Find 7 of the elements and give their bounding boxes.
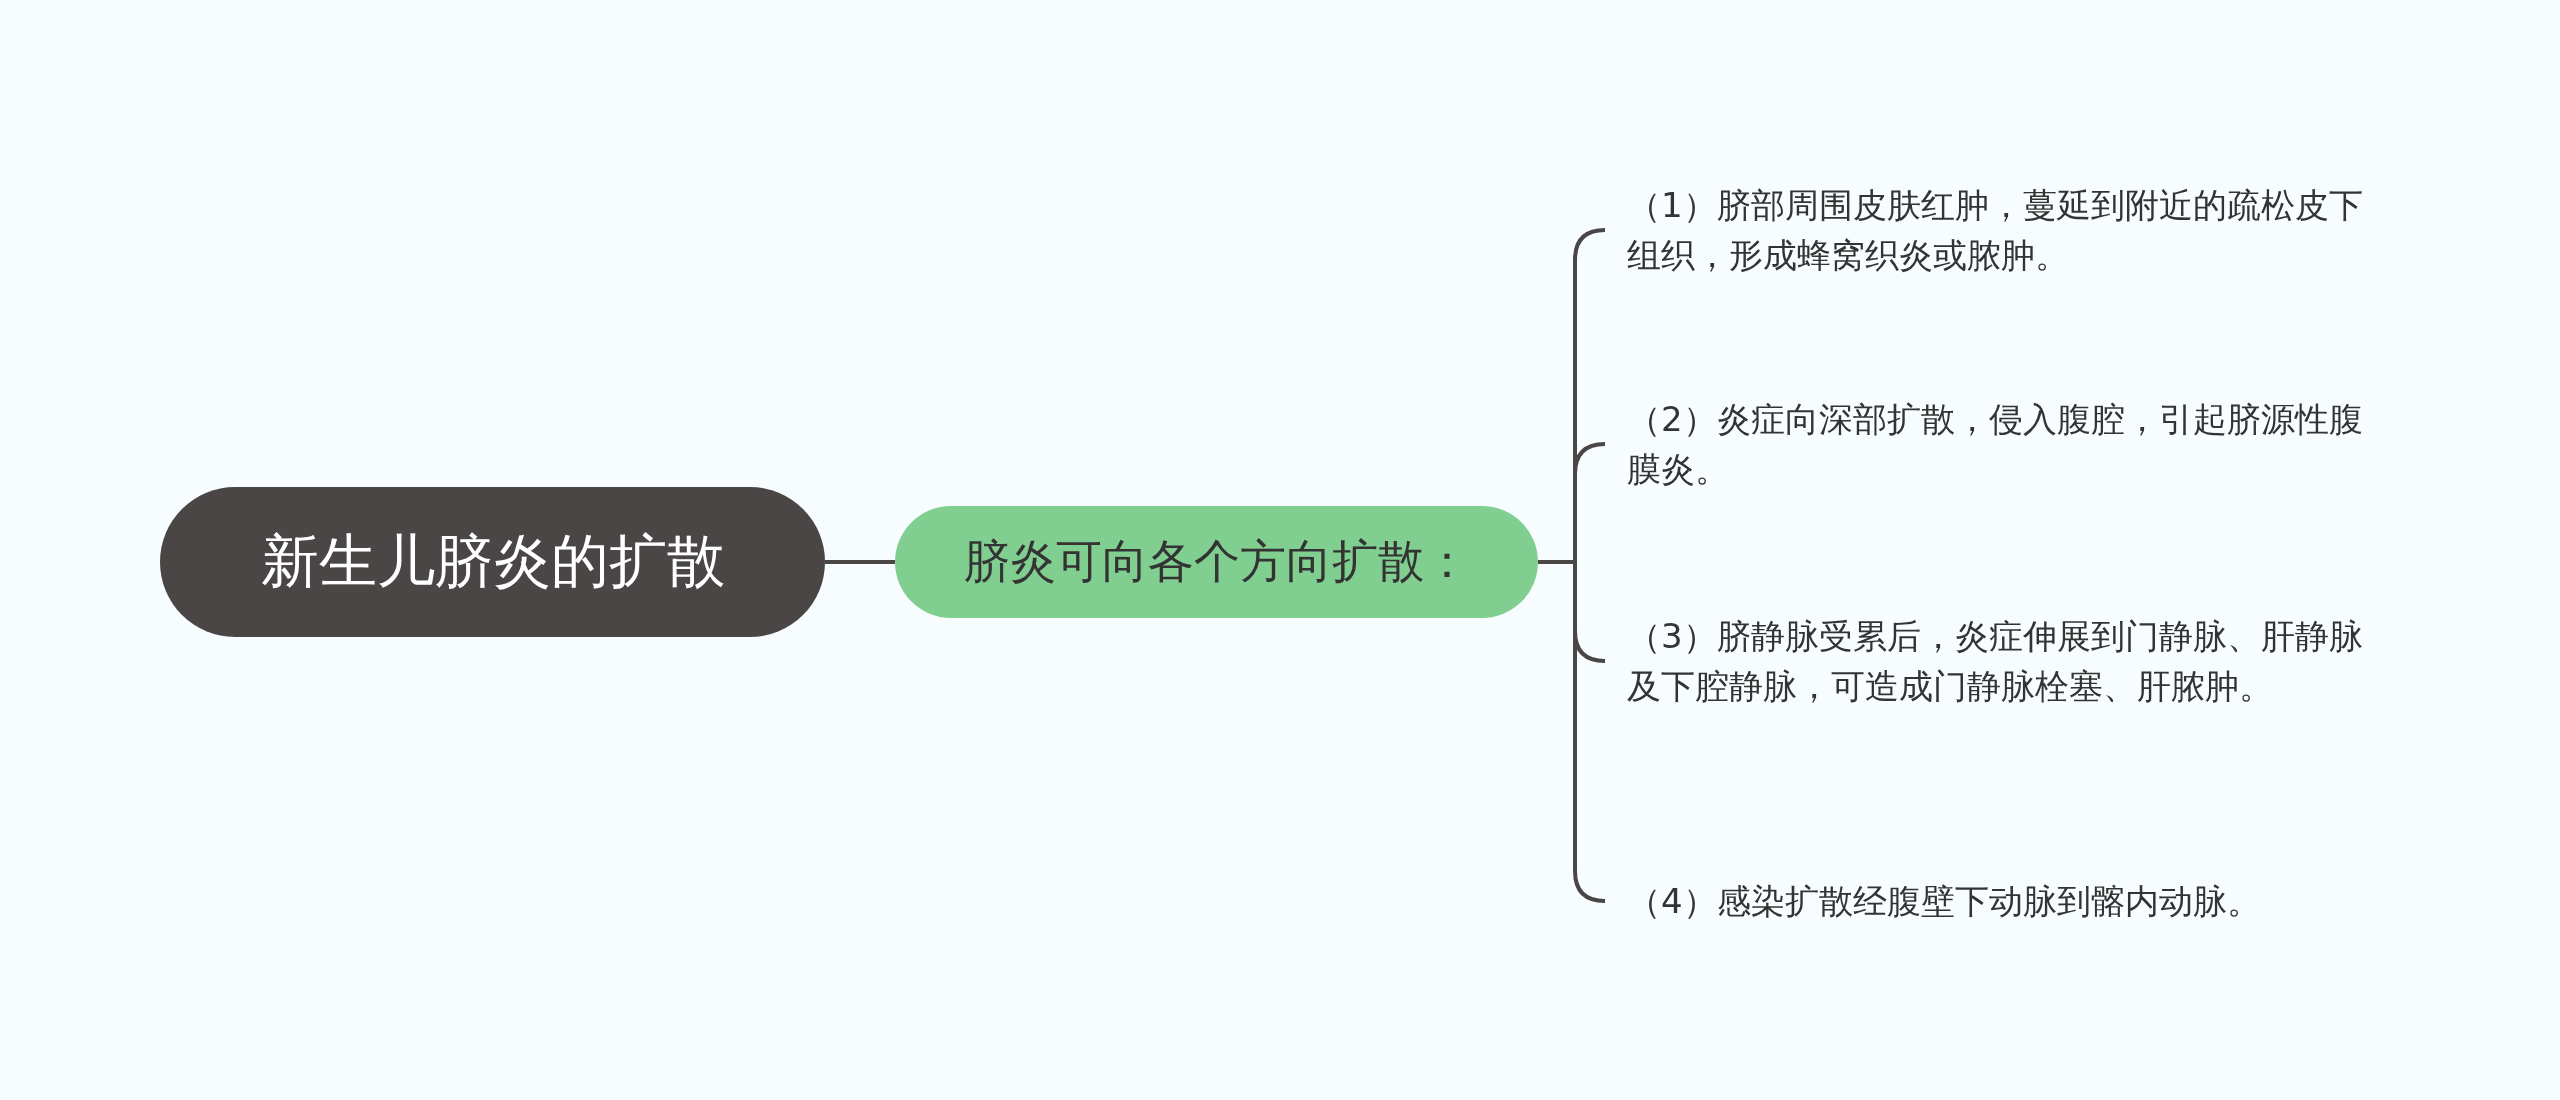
- node-label: 脐炎可向各个方向扩散：: [963, 533, 1470, 590]
- node-label: 新生儿脐炎的扩散: [260, 526, 725, 597]
- branch-text: （3）脐静脉受累后，炎症伸展到门静脉、肝静脉及下腔静脉，可造成门静脉栓塞、肝脓肿。: [1627, 616, 2363, 706]
- connector-line: [825, 560, 895, 564]
- branch-text: （4）感染扩散经腹壁下动脉到髂内动脉。: [1627, 881, 2261, 921]
- branch-text: （2）炎症向深部扩散，侵入腹腔，引起脐源性腹膜炎。: [1627, 399, 2363, 489]
- branch-text: （1）脐部周围皮肤红肿，蔓延到附近的疏松皮下组织，形成蜂窝织炎或脓肿。: [1627, 185, 2363, 275]
